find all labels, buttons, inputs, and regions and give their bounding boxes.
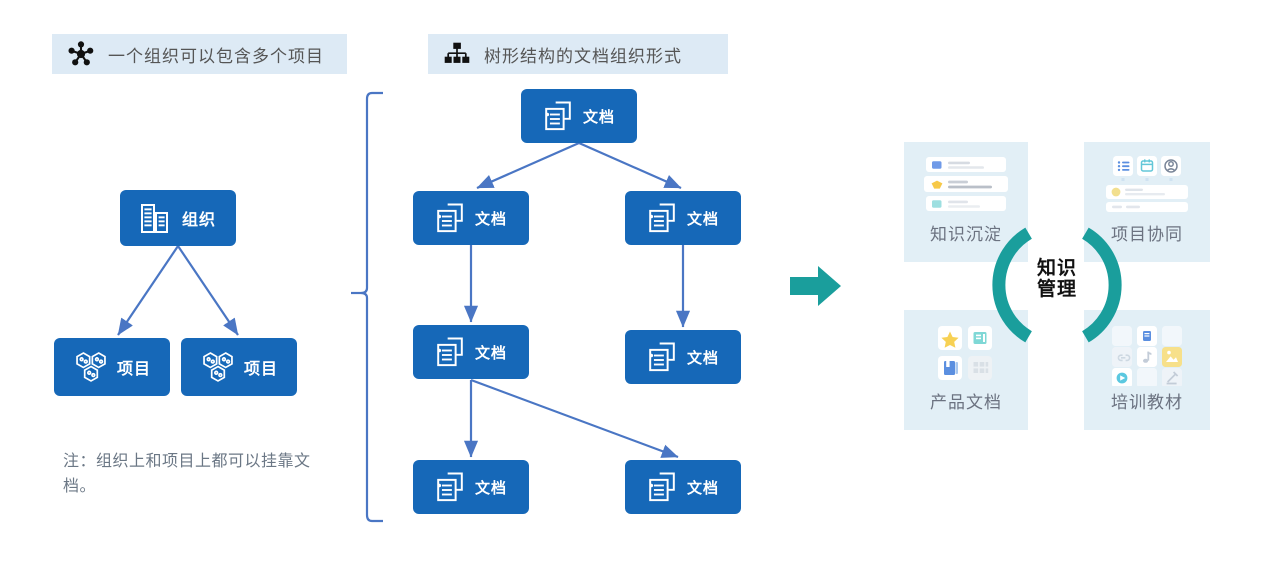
card-knowledge-precipitation-label: 知识沉淀	[930, 225, 1002, 244]
doc-node-r1-label: 文档	[686, 210, 719, 228]
doc-node-l1[interactable]: 文档	[413, 191, 529, 245]
doc-node-l1-label: 文档	[474, 210, 507, 228]
doc-node-l2-label: 文档	[474, 344, 507, 362]
card-product-document[interactable]: 产品文档	[904, 310, 1028, 430]
knowledge-center-line1: 知识	[1036, 258, 1077, 279]
document-stack-icon	[437, 472, 463, 502]
org-node-label: 组织	[181, 212, 216, 229]
project-node-2-label: 项目	[243, 361, 278, 378]
document-stack-icon	[545, 101, 571, 131]
tiles-rows-art	[1106, 156, 1188, 212]
grid-3x3-art	[1112, 326, 1182, 386]
project-node-1-label: 项目	[116, 361, 151, 378]
badge-org-projects: 一个组织可以包含多个项目	[52, 34, 347, 74]
document-stack-icon	[649, 342, 675, 372]
doc-node-r2-label: 文档	[686, 349, 719, 367]
document-stack-icon	[437, 203, 463, 233]
doc-node-l3-label: 文档	[474, 479, 507, 497]
document-stack-icon	[649, 472, 675, 502]
badge-org-projects-label: 一个组织可以包含多个项目	[108, 46, 324, 66]
doc-node-r3[interactable]: 文档	[625, 460, 741, 514]
doc-node-l2[interactable]: 文档	[413, 325, 529, 379]
hexagon-cluster-icon	[76, 352, 106, 382]
doc-node-root[interactable]: 文档	[521, 89, 637, 143]
card-product-document-label: 产品文档	[930, 393, 1002, 412]
project-node-1[interactable]: 项目	[54, 338, 170, 396]
badge-doc-tree-label: 树形结构的文档组织形式	[484, 46, 682, 66]
doc-node-r2[interactable]: 文档	[625, 330, 741, 384]
hexagon-cluster-icon	[203, 352, 233, 382]
right-arrow-icon	[790, 266, 841, 306]
org-tree-icon	[444, 42, 470, 63]
card-training-material[interactable]: 培训教材	[1084, 310, 1210, 430]
doc-node-root-label: 文档	[582, 108, 615, 126]
tree-bracket	[351, 91, 383, 523]
project-node-2[interactable]: 项目	[181, 338, 297, 396]
org-node[interactable]: 组织	[120, 190, 236, 246]
knowledge-center-line2: 管理	[1036, 279, 1077, 301]
org-note: 注：组织上和项目上都可以挂靠文档。	[63, 453, 311, 495]
doc-node-l3[interactable]: 文档	[413, 460, 529, 514]
document-stack-icon	[437, 337, 463, 367]
building-icon	[140, 204, 168, 233]
list-rows-art	[924, 157, 1008, 211]
knowledge-ring	[992, 227, 1122, 343]
grid-2x2-art	[938, 326, 992, 380]
doc-node-r3-label: 文档	[686, 479, 719, 497]
card-project-collaboration-label: 项目协同	[1111, 225, 1183, 244]
card-knowledge-precipitation[interactable]: 知识沉淀	[904, 142, 1028, 262]
hub-network-icon	[68, 41, 94, 66]
document-stack-icon	[649, 203, 675, 233]
doc-node-r1[interactable]: 文档	[625, 191, 741, 245]
knowledge-center-label: 知识 管理	[986, 258, 1128, 301]
badge-doc-tree: 树形结构的文档组织形式	[428, 34, 728, 74]
card-training-material-label: 培训教材	[1111, 393, 1183, 412]
